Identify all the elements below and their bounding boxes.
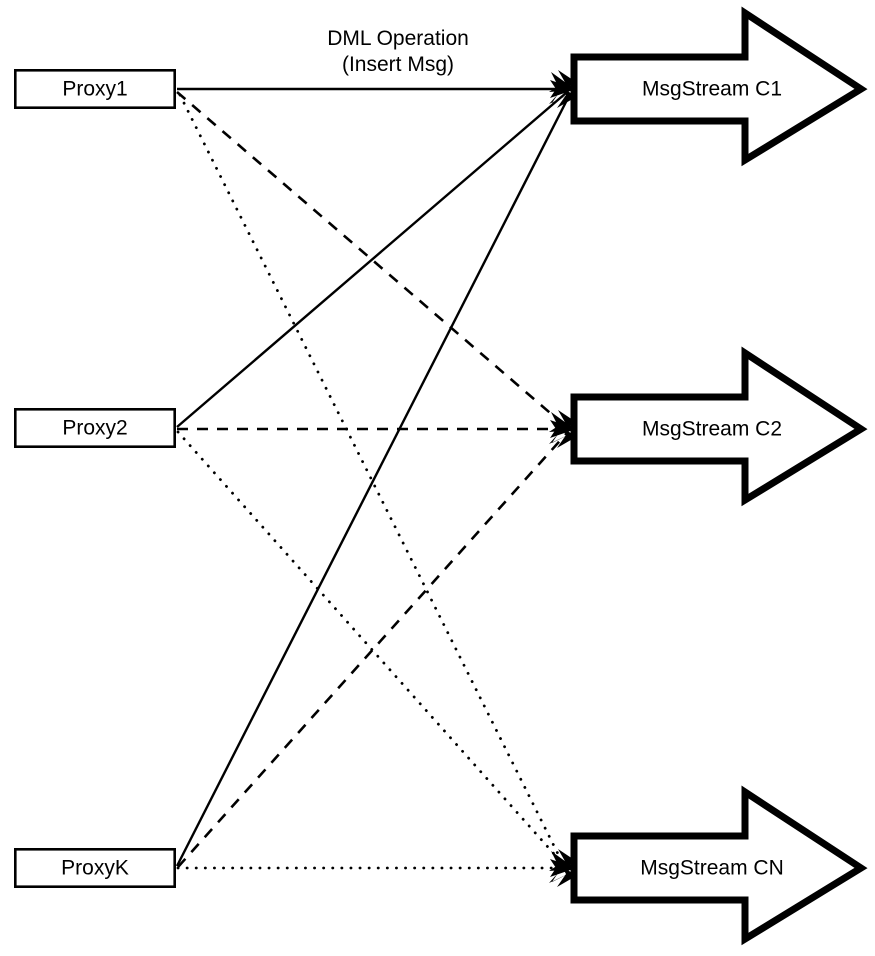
streamCN-arrow-shape[interactable]: [570, 785, 868, 946]
stream-layer: MsgStream C1 MsgStream C2 MsgStream CN: [570, 6, 868, 946]
arrowhead-layer: [549, 70, 576, 887]
streamCN-label: MsgStream CN: [640, 857, 784, 880]
edge-proxy2-to-streamCN: [176, 430, 565, 866]
edge-caption-line1: DML Operation: [327, 27, 469, 50]
proxy2-label: Proxy2: [62, 417, 127, 440]
stream-node-streamCN[interactable]: MsgStream CN: [570, 785, 868, 946]
streamC2-arrow-shape[interactable]: [570, 346, 868, 507]
edge-proxy2-to-streamC1: [176, 92, 567, 428]
arrowhead-streamC2: [549, 410, 576, 448]
edge-caption-line2: (Insert Msg): [342, 53, 454, 76]
proxyK-label: ProxyK: [61, 857, 129, 880]
arrowhead-streamC1: [549, 70, 576, 108]
edge-proxyK-to-streamC1: [175, 95, 571, 867]
proxy2-box[interactable]: [14, 407, 176, 448]
stream-node-streamC2[interactable]: MsgStream C2: [570, 346, 868, 507]
streamC2-label: MsgStream C2: [642, 418, 782, 441]
streamC1-arrow-shape[interactable]: [570, 6, 868, 167]
arrowhead-streamCN: [549, 849, 576, 887]
edge-caption-group: DML Operation (Insert Msg): [327, 27, 469, 76]
proxy1-box[interactable]: [14, 69, 176, 110]
stream-node-streamC1[interactable]: MsgStream C1: [570, 6, 868, 167]
proxy-node-proxy2[interactable]: Proxy2: [14, 407, 176, 448]
proxy1-label: Proxy1: [62, 78, 127, 101]
proxy-node-proxy1[interactable]: Proxy1: [14, 69, 176, 110]
proxy-layer: Proxy1 Proxy2 ProxyK: [14, 69, 176, 888]
proxyK-box[interactable]: [14, 847, 176, 888]
edge-proxy1-to-streamC2: [176, 91, 564, 425]
edge-proxyK-to-streamC2: [177, 433, 567, 868]
streamC1-label: MsgStream C1: [642, 78, 782, 101]
proxy-node-proxyK[interactable]: ProxyK: [14, 847, 176, 888]
edge-layer: [175, 87, 571, 870]
